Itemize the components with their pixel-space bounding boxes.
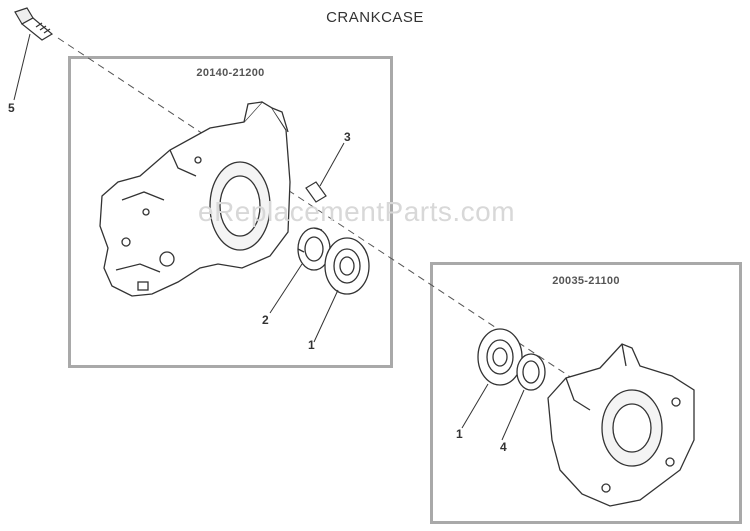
callout-leader-lines	[13, 33, 525, 441]
callout-1-right: 1	[456, 427, 463, 441]
large-bearing-left-part	[324, 237, 370, 295]
crankcase-left-group-box: 20140-21200	[68, 56, 393, 368]
callout-5: 5	[8, 101, 15, 115]
callout-1-left: 1	[308, 338, 315, 352]
pin-part	[305, 181, 327, 203]
callout-2: 2	[262, 313, 269, 327]
large-bearing-right-part	[477, 328, 523, 386]
callout-4: 4	[500, 440, 507, 454]
crankcase-right-group-box: 20035-21100	[430, 262, 742, 524]
assembly-axis-line	[57, 37, 576, 381]
small-bearing-part	[297, 227, 331, 271]
seal-part	[516, 353, 546, 391]
bolt-part	[14, 7, 54, 41]
right-crankcase-half	[547, 343, 695, 507]
left-crankcase-half	[99, 101, 291, 297]
diagram-title: CRANKCASE	[326, 9, 424, 26]
left-group-part-number: 20140-21200	[196, 67, 265, 79]
right-group-part-number: 20035-21100	[552, 275, 620, 287]
callout-3: 3	[344, 130, 351, 144]
